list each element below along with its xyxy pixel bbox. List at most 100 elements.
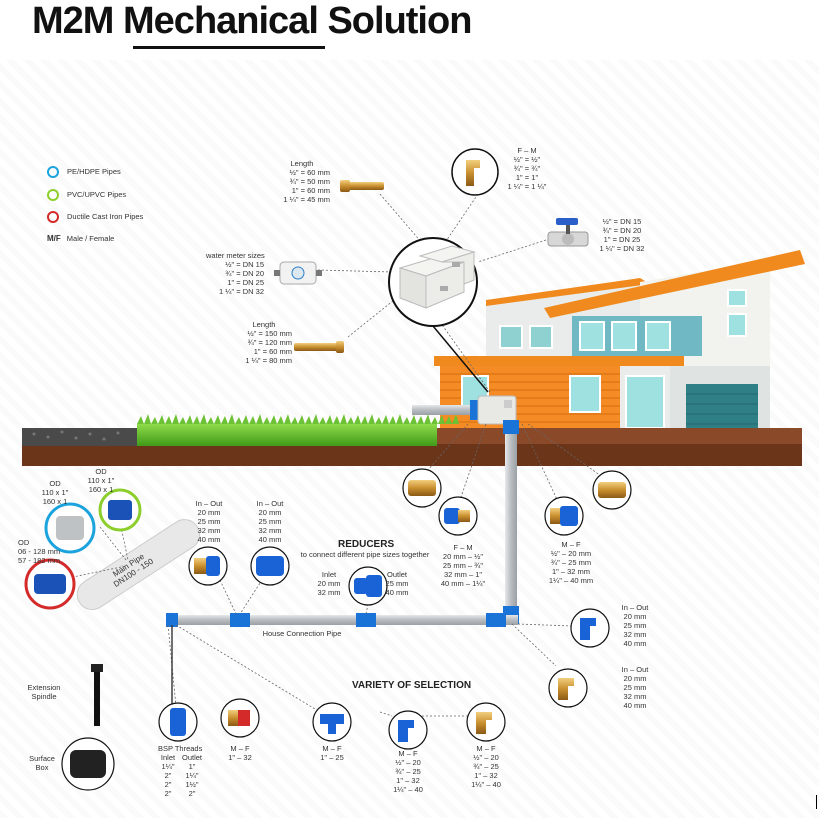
fm-top-title: F – M [517,146,537,155]
mf-text: Male / Female [66,234,115,243]
soil-bottom [22,444,802,466]
fm-elbow-circle [451,148,499,196]
in-out-3-line: 40 mm [623,639,647,648]
in-out-4-line: 32 mm [623,692,647,701]
in-out-2-title: In – Out [256,499,284,508]
length-top-title: Length [290,159,314,168]
length-top-label: Length ½" = 60 mm ¾" = 50 mm 1" = 60 mm … [274,159,330,204]
od-right-line: 110 x 1" [87,476,115,485]
edge-mark [816,795,817,809]
od-left-label: OD 110 x 1" 160 x 1 [38,479,72,506]
valve-line: ½" = DN 15 [602,217,642,226]
mf-b3-title: M – F [398,749,418,758]
fm-top-line: ½" = ½" [513,155,541,164]
od-right-label: OD 110 x 1" 160 x 1 [84,467,118,494]
length-top-line: 1" = 60 mm [291,186,330,195]
bsp-inlet-line: 2" [164,780,172,789]
fm-top-line: 1" = 1" [515,173,539,182]
mf-b4-line: 1" – 32 [474,771,498,780]
water-meter-line: 1 ¼" = DN 32 [219,287,264,296]
water-meter-line: 1" = DN 25 [227,278,264,287]
od-left-title: OD [49,479,61,488]
valve-label: ½" = DN 15 ¾" = DN 20 1" = DN 25 1 ¼" = … [595,217,649,253]
fm-mid-line: 32 mm – 1" [443,570,483,579]
bsp-inlet-title: Inlet [160,753,176,762]
title-part-2: Mechanical [123,0,319,42]
od-left-line: 160 x 1 [42,497,68,506]
mf-b4-line: ¾" – 25 [473,762,499,771]
fm-top-line: ¾" = ¾" [513,164,541,173]
extension-spindle [91,664,103,726]
in-out-3-line: 25 mm [623,621,647,630]
length-top-line: ¾" = 50 mm [289,177,330,186]
bsp-inlet-line: 2" [164,789,172,798]
bsp-outlet-line: 2" [188,789,196,798]
gravel [22,428,137,446]
inlet-line: 32 mm [317,588,341,597]
fm-mid-title: F – M [453,543,473,552]
length-fitting-bottom [294,341,344,353]
od-right-title: OD [95,467,107,476]
variety-heading: VARIETY OF SELECTION [352,680,472,691]
mf-b3-line: 1" – 32 [396,776,420,785]
mf-right-line: ¾" – 25 mm [550,558,592,567]
length-fitting-top [340,180,384,192]
mf-b1-title: M – F [230,744,250,753]
bsp-outlet-line: 1¼" [185,771,199,780]
meter-boxes [398,245,476,309]
bsp-outlet-line: 1" [188,762,196,771]
bsp-outlet-line: 1½" [185,780,199,789]
title-part-1: M2M [32,0,114,42]
ball-valve [547,218,589,247]
valve-line: 1" = DN 25 [603,235,641,244]
outlet-line: 25 mm [385,579,409,588]
legend-mf: M/F Male / Female [47,233,114,245]
water-meter-line: ½" = DN 15 [225,260,264,269]
reducers-heading: REDUCERS [338,539,395,550]
fm-top-line: 1 ¼" = 1 ¼" [507,182,547,191]
length-bottom-line: ¾" = 120 mm [247,338,292,347]
fm-top-label: F – M ½" = ½" ¾" = ¾" 1" = 1" 1 ¼" = 1 ¼… [502,146,552,191]
bsp-title: BSP Threads [158,744,203,753]
house-connection-pipe [168,615,518,625]
fm-mid-label: F – M 20 mm – ½" 25 mm – ¾" 32 mm – 1" 4… [436,543,490,588]
bsp-inlet-line: 2" [164,771,172,780]
fm-mid-line: 40 mm – 1¼" [440,579,486,588]
in-out-1-line: 20 mm [197,508,221,517]
mf-abbr: M/F [47,234,61,243]
grass-strip [137,414,459,446]
in-out-4-line: 20 mm [623,674,647,683]
pvc-ring-icon [47,189,59,202]
reducer-inlet-label: Inlet 20 mm 32 mm [316,570,342,597]
od-right-line: 160 x 1 [88,485,114,494]
in-out-1-line: 40 mm [197,535,221,544]
mf-b1-label: M – F 1" – 32 [220,744,260,762]
mf-right-label: M – F ½" – 20 mm ¾" – 25 mm 1" – 32 mm 1… [544,540,598,585]
mf-b2-title: M – F [322,744,342,753]
water-meter-line: ¾" = DN 20 [225,269,264,278]
mf-b3-line: ¾" – 25 [395,767,421,776]
mf-b1-line: 1" – 32 [228,753,252,762]
mf-b3-label: M – F ½" – 20 ¾" – 25 1" – 32 1¼" – 40 [386,749,430,794]
inlet-title: Inlet [321,570,337,579]
in-out-4-title: In – Out [621,665,649,674]
legend-pvc: PVC/UPVC Pipes [47,189,126,202]
mf-b2-label: M – F 1" – 25 [312,744,352,762]
length-top-line: ½" = 60 mm [289,168,330,177]
in-out-4-line: 25 mm [623,683,647,692]
surface-box-label: Surface Box [22,754,62,772]
water-meter-title: water meter sizes [206,251,265,260]
od-red-title: OD [18,538,30,547]
valve-line: 1 ¼" = DN 32 [599,244,645,253]
house-connection-pipe-label: House Connection Pipe [262,629,342,638]
in-out-2-label: In – Out 20 mm 25 mm 32 mm 40 mm [251,499,289,544]
in-out-1-label: In – Out 20 mm 25 mm 32 mm 40 mm [190,499,228,544]
mf-b4-title: M – F [476,744,496,753]
pe-ring-icon [47,166,59,179]
mf-right-title: M – F [561,540,581,549]
in-out-2-line: 32 mm [258,526,282,535]
in-out-3-line: 32 mm [623,630,647,639]
bsp-outlet-col: Outlet 1" 1¼" 1½" 2" [178,753,206,798]
